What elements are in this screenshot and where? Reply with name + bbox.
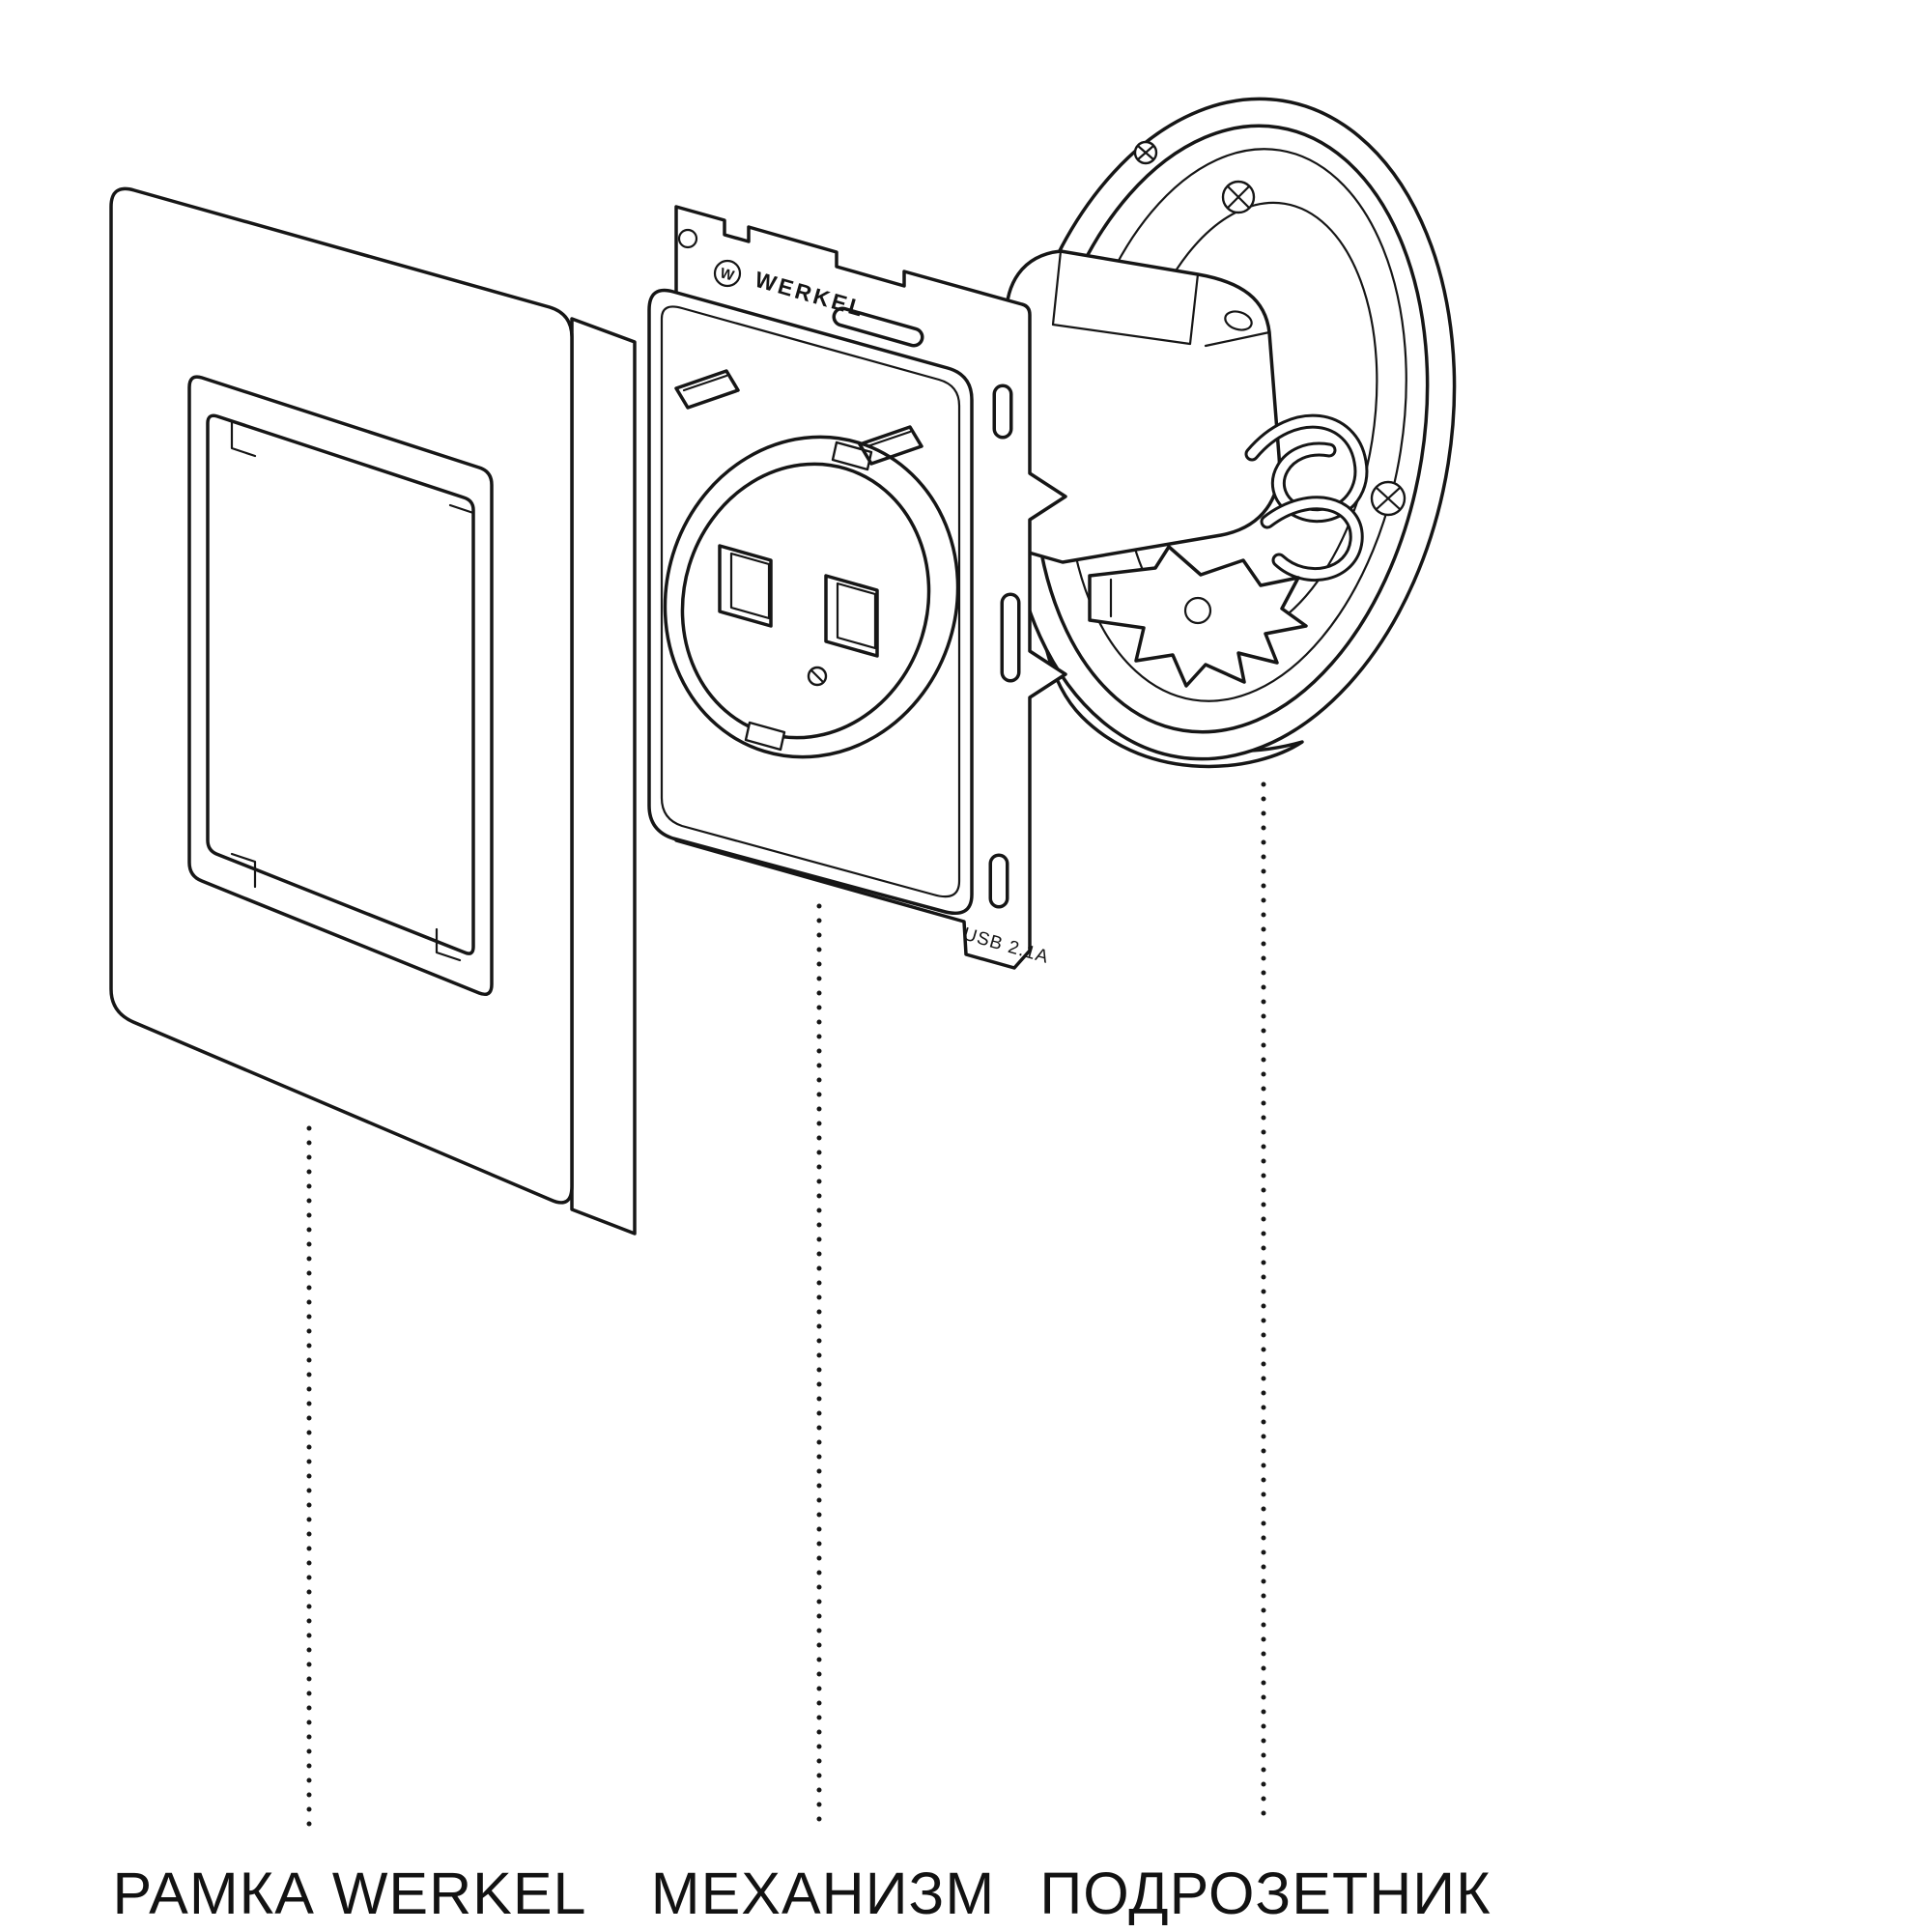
ground-clip-top xyxy=(831,440,873,471)
ground-clip-bottom xyxy=(744,721,786,752)
plate-hole-top-left xyxy=(677,228,698,249)
frame-part xyxy=(109,186,637,1236)
frame-window-opening xyxy=(206,413,475,955)
contact-slot-left xyxy=(718,544,773,628)
frame-thickness-edge xyxy=(570,317,637,1236)
wallbox-screw-right xyxy=(1370,480,1406,517)
usb-slot-right xyxy=(858,425,923,466)
usb-slot-left xyxy=(674,369,740,410)
mechanism-part xyxy=(647,288,974,916)
werkel-logo-letter: W xyxy=(718,265,736,284)
claw-hole xyxy=(1183,596,1212,625)
label-frame: РАМКА WERKEL xyxy=(112,1861,587,1926)
socket-body-wire-hole xyxy=(1224,310,1253,331)
wallbox-screw-top xyxy=(1221,180,1256,214)
label-wallbox: ПОДРОЗЕТНИК xyxy=(1039,1861,1492,1926)
expansion-claw xyxy=(1088,545,1308,688)
werkel-logo-icon xyxy=(713,259,742,288)
socket-body-block xyxy=(1004,249,1282,564)
socket-body-facets xyxy=(1051,249,1271,348)
mechanism-face-bevel xyxy=(660,305,961,898)
wallbox-screw-rim xyxy=(1133,140,1158,165)
label-mechanism: МЕХАНИЗМ xyxy=(650,1861,996,1926)
wires xyxy=(1244,413,1369,582)
mechanism-body xyxy=(1004,249,1282,564)
leader-lines xyxy=(306,781,1266,1831)
frame-corner-steps xyxy=(230,419,475,962)
claw-shape xyxy=(1088,545,1308,688)
contact-slot-right xyxy=(824,574,879,658)
